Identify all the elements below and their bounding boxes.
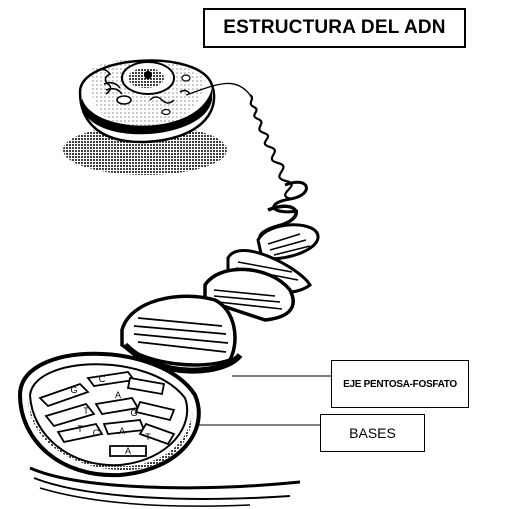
helix-backbone-twist <box>122 342 243 374</box>
helix-coil <box>272 180 308 214</box>
base-pair-rungs <box>267 233 311 256</box>
base-letter: C <box>99 374 106 384</box>
base-letter: T <box>83 406 89 416</box>
connector-line <box>185 82 251 96</box>
strand-tail <box>39 487 251 507</box>
golgi-apparatus <box>103 81 123 95</box>
base-letter: A <box>115 390 121 400</box>
base-letter: A <box>119 426 125 436</box>
nucleolus <box>144 71 152 79</box>
vesicle <box>161 108 171 116</box>
organelle-squiggle <box>149 89 191 104</box>
mitochondrion <box>116 95 132 105</box>
base-letter: C <box>93 428 100 438</box>
base-pair-rungs <box>213 289 283 310</box>
base-letter: G <box>130 408 137 418</box>
backbone-ribbon-inner <box>28 363 189 467</box>
diagram-title: ESTRUCTURA DEL ADN <box>203 8 466 48</box>
strand-tail <box>33 477 291 500</box>
cell-shadow <box>63 125 227 175</box>
base-letter: T <box>145 432 151 442</box>
helix-segment-front: G C A T G T A C T A <box>17 351 301 507</box>
backbone-label: EJE PENTOSA-FOSFATO <box>331 360 469 408</box>
strand-tail <box>29 466 301 490</box>
base-letter: G <box>70 385 77 395</box>
base-letter: A <box>125 446 131 456</box>
helix-segment-large <box>120 267 295 374</box>
helix-backbone <box>256 223 320 261</box>
bases-label: BASES <box>320 414 425 452</box>
chromatin-strand <box>185 82 293 201</box>
base-pair-rungs <box>133 317 229 353</box>
cell-illustration <box>63 58 227 175</box>
coiled-thread <box>249 94 293 201</box>
base-plates <box>38 371 176 457</box>
base-letter: T <box>77 424 83 434</box>
base-letter-layer: G C A T G T A C T A <box>70 374 151 456</box>
vesicle <box>181 74 191 82</box>
